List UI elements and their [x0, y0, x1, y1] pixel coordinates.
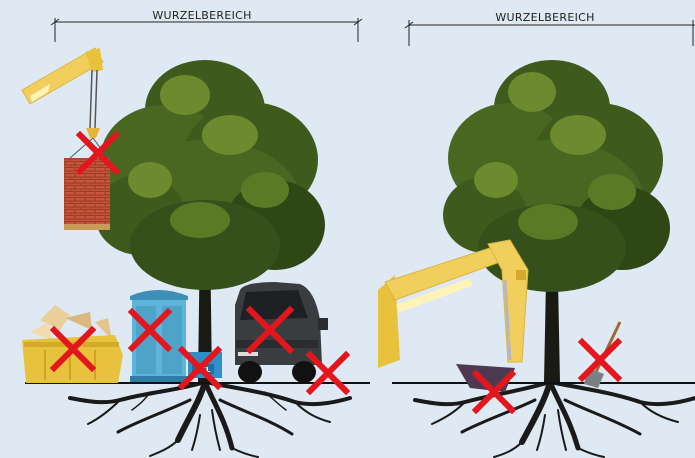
roots-right — [415, 382, 695, 457]
tree-crown-left — [95, 60, 325, 290]
left-panel: WURZELBEREICH — [22, 9, 370, 457]
brick-pallet — [64, 158, 110, 230]
root-zone-label-right: WURZELBEREICH — [495, 11, 594, 24]
delivery-van — [235, 282, 328, 383]
roots-left — [70, 382, 350, 457]
excavator-arm — [378, 240, 528, 392]
right-panel: WURZELBEREICH — [378, 11, 695, 457]
crane-arm — [22, 48, 108, 158]
root-zone-label-left: WURZELBEREICH — [152, 9, 251, 22]
debris-skip — [22, 305, 123, 383]
